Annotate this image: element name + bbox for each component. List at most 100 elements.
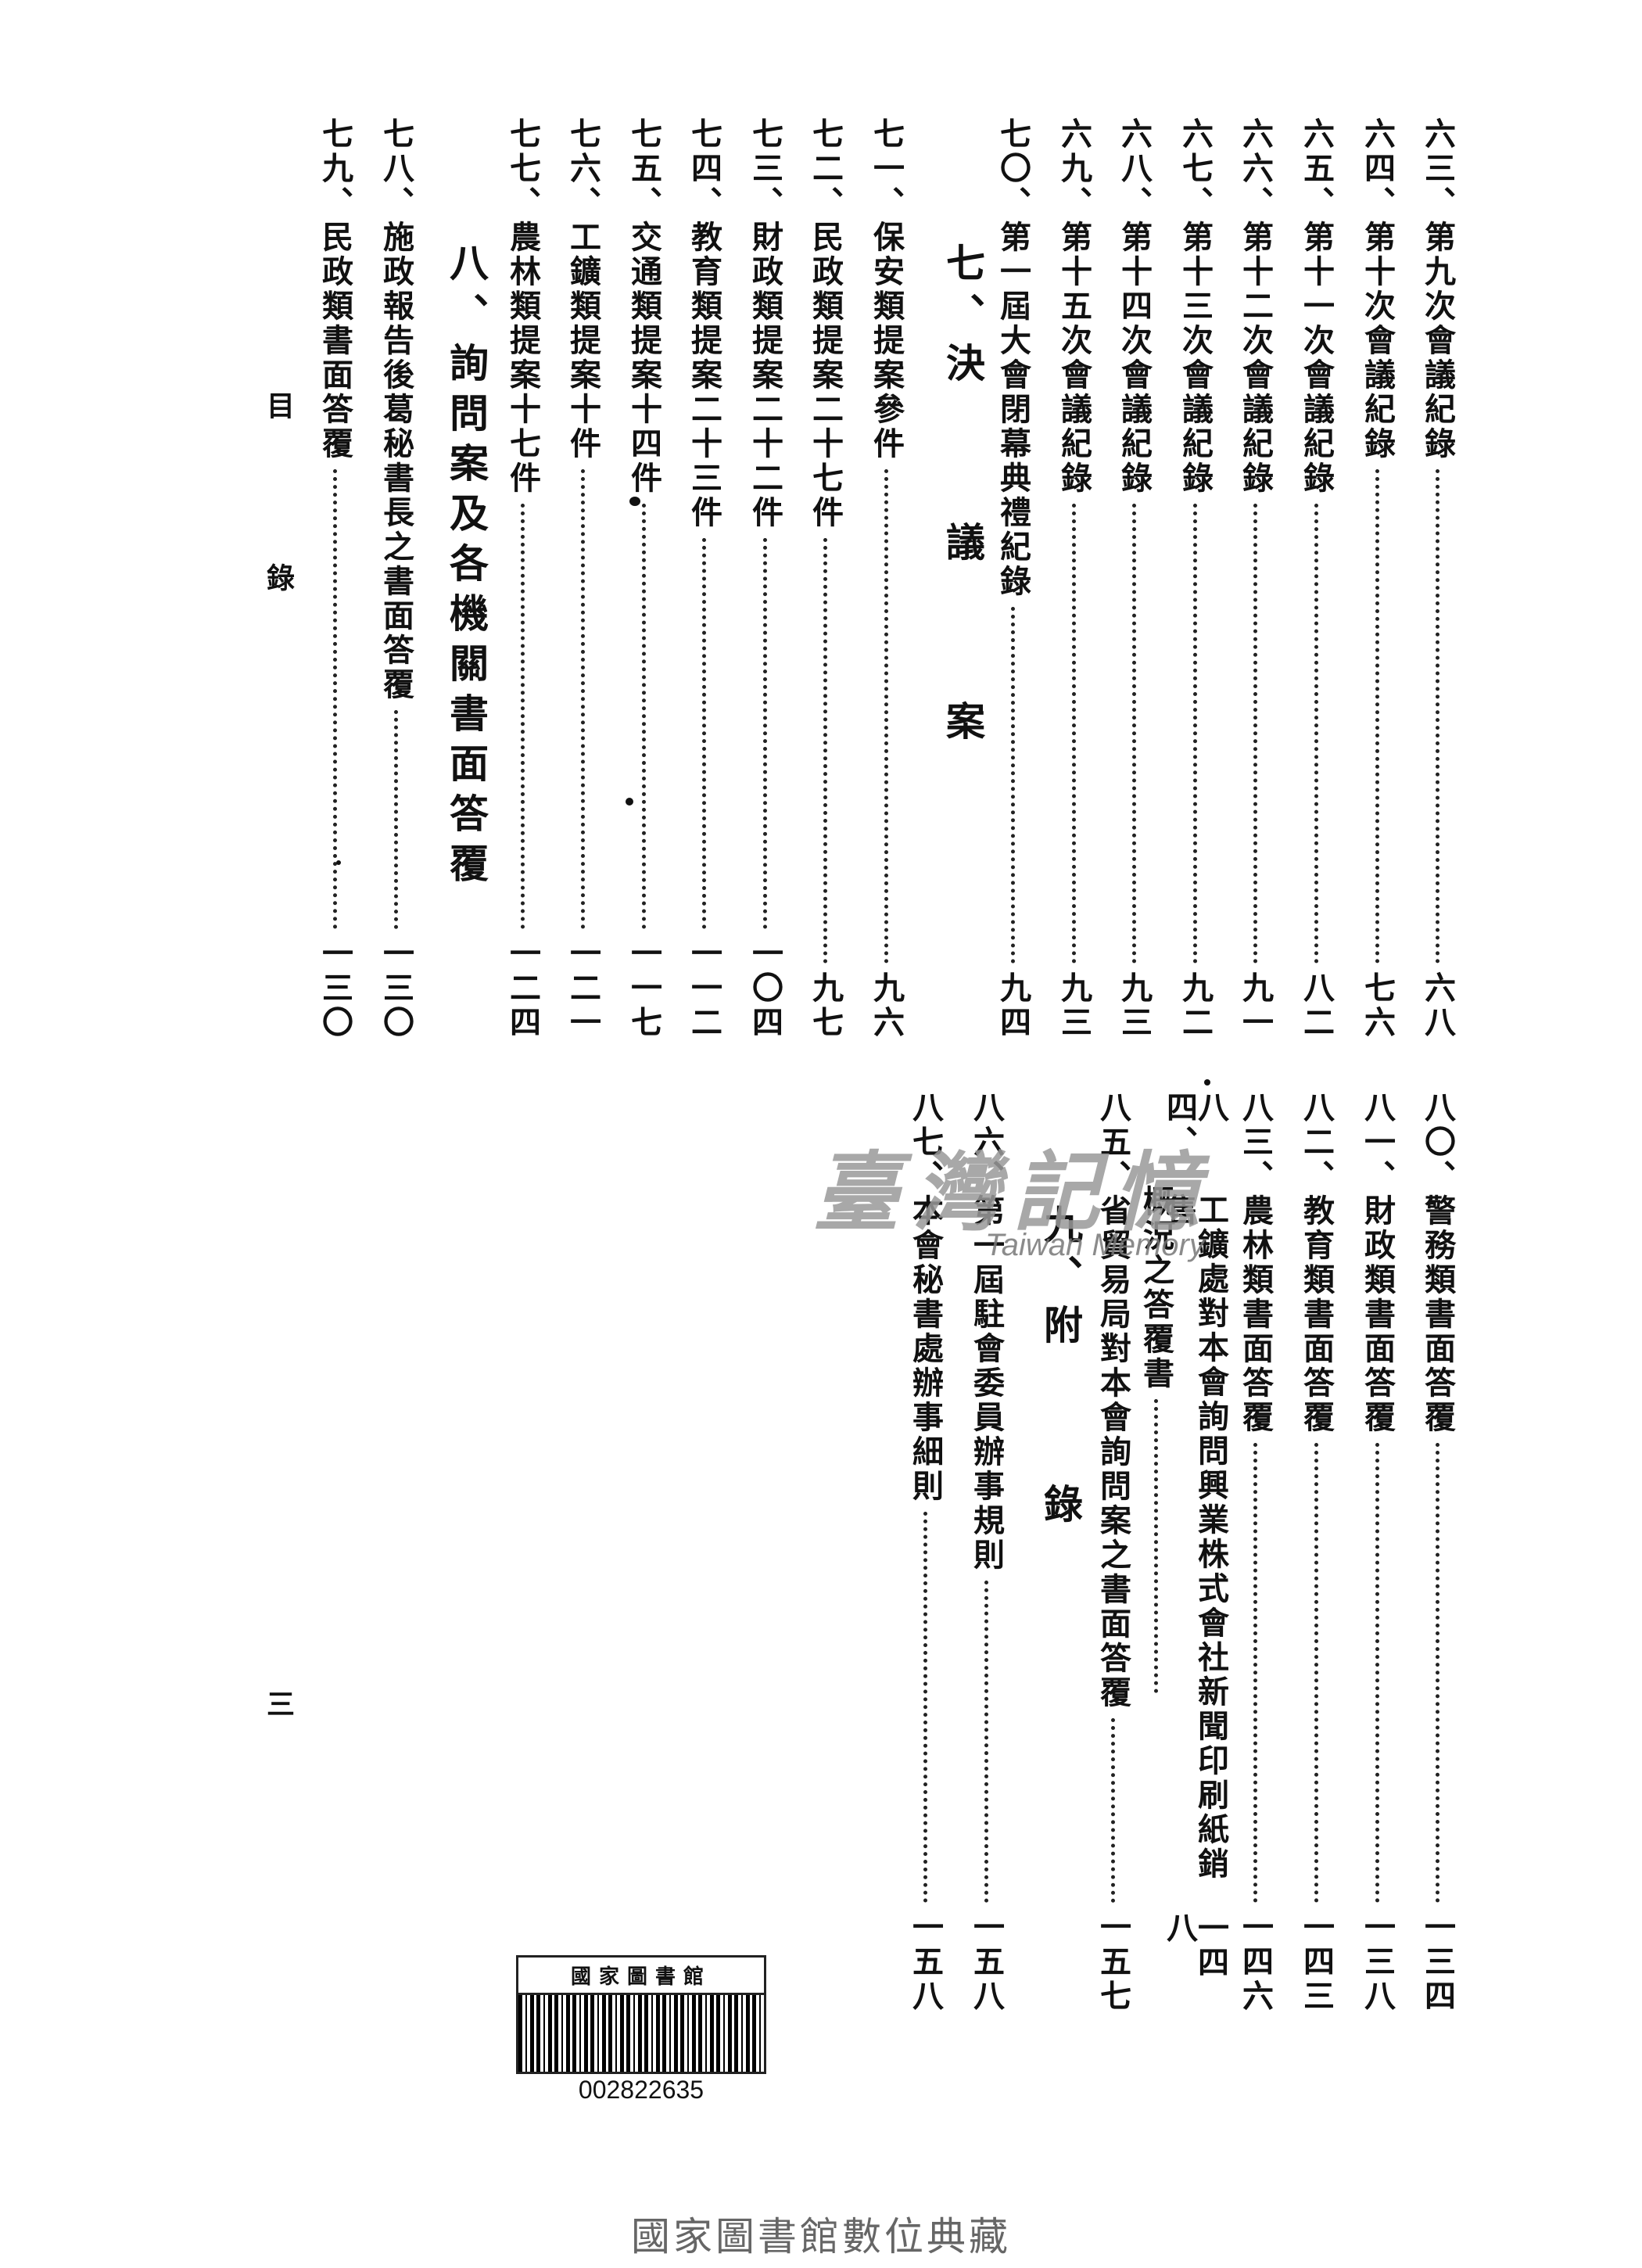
entry-page: 九四 <box>995 971 1031 1040</box>
heading-number: 九、 <box>1038 1204 1084 1304</box>
running-title-left: 目 <box>262 391 295 419</box>
toc-entry-65[interactable]: 六五、 第十一次會議紀錄 八二 <box>1298 117 1335 1040</box>
barcode-icon <box>516 1993 766 2074</box>
leader-dots <box>1010 607 1015 964</box>
entry-page: 一五七 <box>1095 1911 1131 2014</box>
leader-dots <box>1435 1443 1439 1903</box>
toc-entry-84-continued[interactable]: 概況之答覆書 <box>1138 1091 1174 1701</box>
entry-page: 一〇四 <box>747 937 783 1040</box>
toc-entry-78[interactable]: 七八、 施政報告後葛秘書長之書面答覆 一三〇 <box>378 117 414 1040</box>
entry-page: 一二四 <box>504 937 541 1040</box>
footer-collection-label: 國家圖書館數位典藏 <box>631 2214 1011 2259</box>
entry-number: 八五、 <box>1095 1091 1131 1194</box>
entry-number: 八三、 <box>1237 1091 1274 1194</box>
entry-page: 九三 <box>1056 971 1092 1040</box>
entry-number: 八四、 <box>1161 1091 1229 1160</box>
entry-title-line1: 工鑛處對本會詢問興業株式會社新聞印刷紙銷售 <box>1161 1193 1229 1882</box>
toc-entry-66[interactable]: 六六、 第十二次會議紀錄 九一 <box>1237 117 1274 1040</box>
toc-entry-76[interactable]: 七六、 工鑛類提案十件 一二一 <box>565 117 601 1040</box>
watermark-logo: 臺灣記憶 Taiwan Memory <box>813 1150 1282 1290</box>
heading-title: 附 錄 <box>1038 1304 1084 1570</box>
entry-title: 第十次會議紀錄 <box>1359 221 1396 461</box>
toc-entry-86[interactable]: 八六、 第一屆駐會委員辦事規則 一五八 <box>968 1091 1005 2014</box>
toc-entry-69[interactable]: 六九、 第十五次會議紀錄 九三 <box>1056 117 1092 1040</box>
entry-number: 七六、 <box>565 117 601 221</box>
leader-dots <box>1253 504 1257 964</box>
page-number: 三 <box>262 1689 295 1717</box>
entry-page: 九二 <box>1177 971 1214 1040</box>
entry-page: 九一 <box>1237 971 1274 1040</box>
entry-page: 一三四 <box>1419 1911 1456 2014</box>
watermark-text: 臺灣記憶 <box>813 1142 1214 1243</box>
toc-entry-75[interactable]: 七五、 交通類提案十四件 一一七 <box>626 117 662 1040</box>
entry-number: 七七、 <box>504 117 541 221</box>
toc-entry-80[interactable]: 八〇、 警務類書面答覆 一三四 <box>1419 1091 1456 2014</box>
entry-title: 工鑛類提案十件 <box>565 221 601 461</box>
leader-dots <box>984 1581 988 1903</box>
entry-number: 八七、 <box>907 1091 944 1194</box>
entry-page: 七六 <box>1359 971 1396 1040</box>
stamp-label: 國家圖書館 <box>516 1955 766 1993</box>
entry-title: 交通類提案十四件 <box>626 221 662 496</box>
heading-title: 決 議 案 <box>940 343 986 787</box>
toc-entry-81[interactable]: 八一、 財政類書面答覆 一三八 <box>1359 1091 1396 2014</box>
entry-page: 一三八 <box>1359 1911 1396 2014</box>
heading-number: 八、 <box>443 242 489 343</box>
toc-entry-87[interactable]: 八七、 本會秘書處辦事細則 一五八 <box>907 1091 944 2014</box>
entry-title: 保安類提案參件 <box>868 221 905 461</box>
toc-entry-68[interactable]: 六八、 第十四次會議紀錄 九三 <box>1116 117 1153 1040</box>
leader-dots <box>762 538 767 929</box>
leader-dots <box>1314 504 1318 964</box>
toc-entry-71[interactable]: 七一、 保安類提案參件 九六 <box>868 117 905 1040</box>
entry-number: 六三、 <box>1419 117 1456 221</box>
toc-entry-79[interactable]: 七九、 民政類書面答覆 一三〇 <box>317 117 353 1040</box>
toc-entry-64[interactable]: 六四、 第十次會議紀錄 七六 <box>1359 117 1396 1040</box>
toc-entry-72[interactable]: 七二、 民政類提案二十七件 九七 <box>807 117 844 1040</box>
entry-number: 八六、 <box>968 1091 1005 1194</box>
entry-page: 八二 <box>1298 971 1335 1040</box>
entry-title-line2: 概況之答覆書 <box>1138 1185 1174 1391</box>
leader-dots <box>520 504 525 929</box>
entry-number: 八〇、 <box>1419 1091 1456 1194</box>
entry-number: 六六、 <box>1237 117 1274 221</box>
toc-entry-85[interactable]: 八五、 省貿易局對本會詢問案之書面答覆 一五七 <box>1095 1091 1131 2014</box>
entry-number: 七二、 <box>807 117 844 221</box>
entry-title: 施政報告後葛秘書長之書面答覆 <box>378 221 414 702</box>
entry-page: 六八 <box>1419 971 1456 1040</box>
leader-dots <box>1253 1443 1257 1903</box>
entry-title: 財政類提案二十二件 <box>747 221 783 530</box>
entry-number: 七九、 <box>317 117 353 221</box>
entry-page: 一五八 <box>907 1911 944 2014</box>
leader-dots <box>580 469 585 929</box>
entry-title: 第十二次會議紀錄 <box>1237 221 1274 496</box>
toc-entry-84[interactable]: 八四、 工鑛處對本會詢問興業株式會社新聞印刷紙銷售 一四八 <box>1161 1091 1229 2014</box>
entry-number: 八一、 <box>1359 1091 1396 1194</box>
entry-number: 七五、 <box>626 117 662 221</box>
toc-entry-83[interactable]: 八三、 農林類書面答覆 一四六 <box>1237 1091 1274 2014</box>
leader-dots <box>332 469 337 929</box>
leader-dots <box>1110 1718 1115 1903</box>
toc-entry-67[interactable]: 六七、 第十三次會議紀錄 九二 <box>1177 117 1214 1040</box>
entry-title: 農林類提案十七件 <box>504 221 541 496</box>
entry-title: 第十四次會議紀錄 <box>1116 221 1153 496</box>
heading-number: 七、 <box>940 242 986 343</box>
leader-dots <box>1375 1443 1379 1903</box>
toc-entry-73[interactable]: 七三、 財政類提案二十二件 一〇四 <box>747 117 783 1040</box>
toc-entry-77[interactable]: 七七、 農林類提案十七件 一二四 <box>504 117 541 1040</box>
leader-dots <box>1071 504 1076 964</box>
watermark-subtext: Taiwan Memory <box>985 1228 1205 1262</box>
entry-page: 一三〇 <box>378 937 414 1040</box>
toc-entry-70[interactable]: 七〇、 第一屆大會閉幕典禮紀錄 九四 <box>995 117 1031 1040</box>
entry-number: 八二、 <box>1298 1091 1335 1194</box>
toc-entry-82[interactable]: 八二、 教育類書面答覆 一四三 <box>1298 1091 1335 2014</box>
library-stamp: 國家圖書館 002822635 <box>516 1955 766 2104</box>
toc-entry-74[interactable]: 七四、 教育類提案二十三件 一一二 <box>686 117 722 1040</box>
heading-title: 詢問案及各機關書面答覆 <box>443 343 489 893</box>
leader-dots <box>923 1512 927 1903</box>
entry-title: 民政類提案二十七件 <box>807 221 844 530</box>
toc-entry-63[interactable]: 六三、 第九次會議紀錄 六八 <box>1419 117 1456 1040</box>
leader-dots <box>1314 1443 1318 1903</box>
entry-number: 七〇、 <box>995 117 1031 221</box>
entry-page: 一四三 <box>1298 1911 1335 2014</box>
section-heading-8: 八、詢問案及各機關書面答覆 <box>438 242 494 893</box>
